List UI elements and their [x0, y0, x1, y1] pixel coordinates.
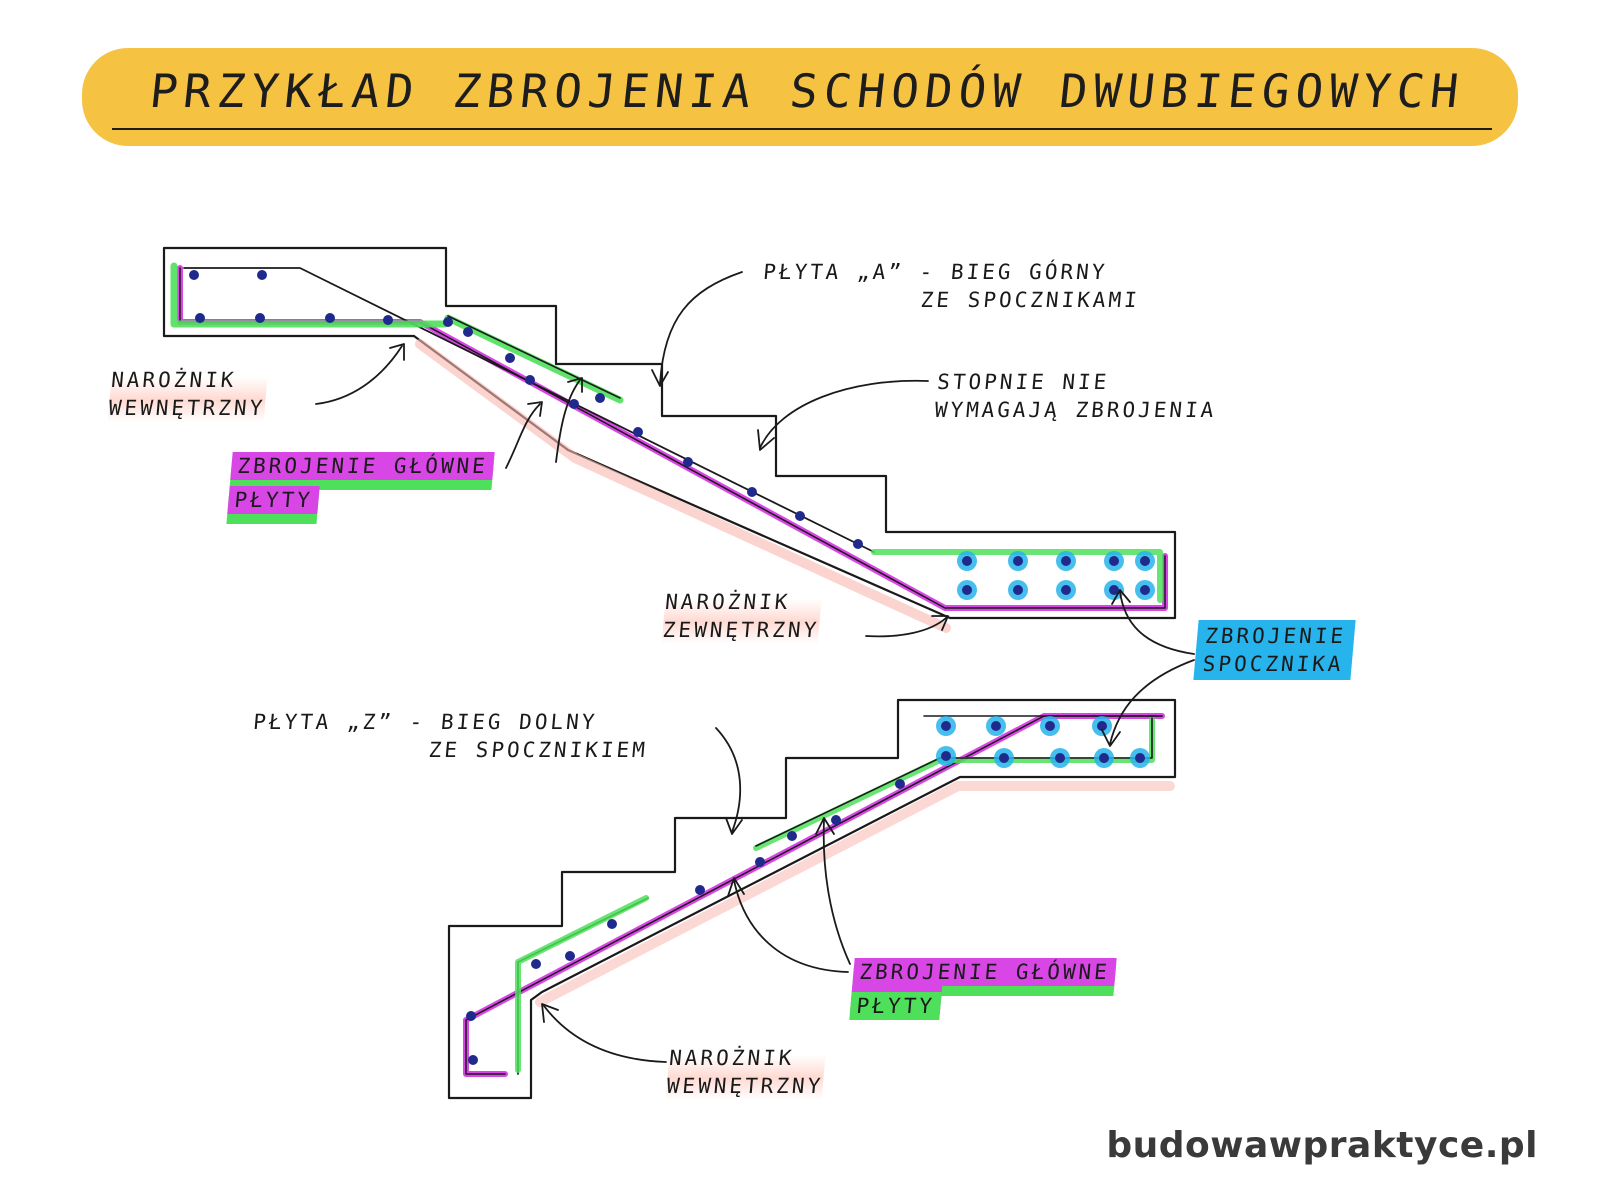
label-main-rebar-bottom-line1: ZBROJENIE GŁÓWNE	[852, 958, 1118, 986]
upper-green-bar-2	[444, 314, 624, 404]
arrow-main-rebar-bottom-1	[733, 879, 849, 973]
upper-top-rebar	[183, 267, 875, 553]
label-landing-rebar-line1: ZBROJENIE	[1204, 624, 1348, 648]
label-plate-z: PŁYTA „Z” - BIEG DOLNY ZE SPOCZNIKIEM	[250, 708, 652, 764]
label-outer-corner: NAROŻNIK ZEWNĘTRZNY	[661, 588, 823, 644]
label-main-rebar-top-line1: ZBROJENIE GŁÓWNE	[230, 452, 496, 480]
label-inner-corner-bottom: NAROŻNIK WEWNĘTRZNY	[665, 1044, 827, 1100]
label-plate-a: PŁYTA „A” - BIEG GÓRNY ZE SPOCZNIKAMI	[760, 258, 1144, 314]
upper-bar-dots	[189, 270, 863, 549]
lower-green-bar-1	[515, 895, 649, 1073]
label-inner-corner-bottom-line1: NAROŻNIK	[668, 1046, 796, 1070]
annotation-arrows	[315, 271, 1195, 1063]
arrow-landing-rebar-1	[1119, 591, 1195, 655]
label-inner-corner-top: NAROŻNIK WEWNĘTRZNY	[107, 366, 269, 422]
label-main-rebar-bottom-line2: PŁYTY	[849, 992, 942, 1020]
label-inner-corner-top-line1: NAROŻNIK	[110, 368, 238, 392]
upper-green-bar-1	[170, 262, 449, 328]
upper-green-bar-2-line	[447, 315, 621, 399]
upper-flight-shadow	[415, 339, 951, 633]
lower-green-bar-2-line	[755, 717, 1153, 847]
arrow-steps	[759, 379, 929, 449]
arrow-main-rebar-bottom-2	[822, 819, 851, 965]
label-steps-line2: WYMAGAJĄ ZBROJENIA	[933, 398, 1218, 422]
label-main-rebar-top: ZBROJENIE GŁÓWNE PŁYTY	[227, 452, 496, 514]
arrow-inner-corner-bottom	[543, 1005, 667, 1063]
lower-main-rebar-line	[465, 715, 1163, 1075]
arrow-outer-corner	[865, 617, 947, 638]
label-plate-z-line2: ZE SPOCZNIKIEM	[427, 738, 649, 762]
title-underline	[112, 128, 1492, 130]
label-steps-line1: STOPNIE NIE	[936, 370, 1111, 394]
lower-landing-dots	[936, 716, 1150, 768]
watermark: budowawpraktyce.pl	[1106, 1125, 1538, 1166]
lower-flight-shadow	[535, 781, 1175, 1007]
label-outer-corner-line1: NAROŻNIK	[664, 590, 792, 614]
label-inner-corner-top-line2: WEWNĘTRZNY	[107, 396, 267, 420]
label-plate-z-line1: PŁYTA „Z” - BIEG DOLNY	[252, 710, 599, 734]
label-landing-rebar-line2: SPOCZNIKA	[1201, 652, 1345, 676]
label-main-rebar-bottom: ZBROJENIE GŁÓWNE PŁYTY	[849, 958, 1118, 1020]
lower-main-rebar	[463, 713, 1165, 1077]
label-plate-a-line2: ZE SPOCZNIKAMI	[919, 288, 1141, 312]
lower-bar-dots	[466, 779, 905, 1065]
lower-top-rebar	[517, 897, 649, 1075]
arrow-plate-a	[659, 271, 743, 385]
arrow-main-rebar-top-2	[555, 379, 581, 463]
label-outer-corner-line2: ZEWNĘTRZNY	[661, 618, 821, 642]
label-plate-a-line1: PŁYTA „A” - BIEG GÓRNY	[762, 260, 1109, 284]
arrow-main-rebar-top-1	[505, 403, 541, 469]
arrow-inner-corner-top	[315, 345, 403, 405]
upper-landing-dots	[957, 551, 1155, 600]
arrow-plate-z	[715, 727, 741, 833]
label-main-rebar-top-line2: PŁYTY	[227, 486, 320, 514]
label-inner-corner-bottom-line2: WEWNĘTRZNY	[665, 1074, 825, 1098]
lower-flight-outline	[447, 698, 1177, 1100]
label-landing-rebar: ZBROJENIE SPOCZNIKA	[1193, 620, 1356, 680]
arrow-landing-rebar-2	[1109, 659, 1195, 745]
label-steps: STOPNIE NIE WYMAGAJĄ ZBROJENIA	[934, 368, 1220, 424]
upper-main-rebar-line	[179, 267, 1166, 609]
